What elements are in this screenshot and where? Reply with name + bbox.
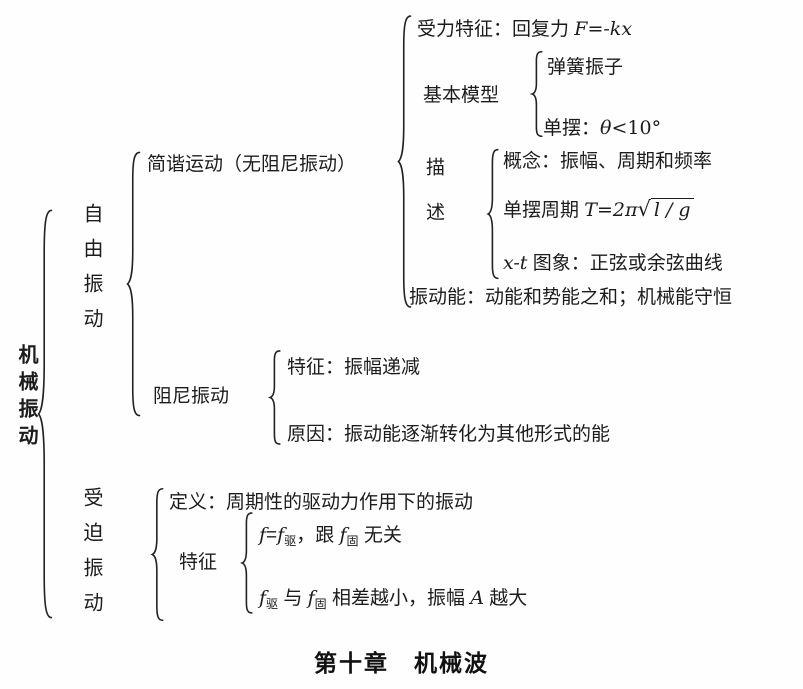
chapter-caption: 第十章 机械波	[314, 650, 489, 676]
brace-free-vibration	[126, 147, 141, 421]
res-f-natural: f	[307, 587, 315, 609]
node-forced-vibration: 受迫振动	[80, 487, 102, 627]
res-sub-drive: 驱	[266, 597, 279, 611]
pendulum-text: 单摆：	[543, 118, 601, 139]
res-mid1-text: 与	[278, 588, 308, 609]
freq-sub-drive: 驱	[284, 534, 297, 548]
node-concept: 概念：振幅、周期和频率	[503, 151, 713, 172]
freq-f: f	[259, 524, 267, 546]
brace-damped	[269, 349, 281, 446]
node-forced-definition: 定义：周期性的驱动力作用下的振动	[169, 492, 474, 513]
freq-mid-text: ，跟	[296, 525, 340, 546]
brace-forced-feature	[241, 511, 253, 615]
node-spring-oscillator: 弹簧振子	[547, 57, 624, 78]
freq-f-natural: f	[339, 524, 347, 546]
freq-end-text: 无关	[358, 525, 402, 546]
res-sub-natural: 固	[314, 597, 327, 611]
node-force-feature: 受力特征：回复力 F=-kx	[417, 17, 632, 42]
node-resonance-rule: f驱 与 f固 相差越小，振幅 A 越大	[259, 586, 527, 612]
node-forced-feature: 特征	[179, 552, 218, 573]
node-shm: 简谐运动（无阻尼振动）	[147, 154, 357, 175]
freq-sub-natural: 固	[346, 534, 359, 548]
res-mid2-text: 相差越小，振幅	[326, 588, 471, 609]
res-f-drive: f	[259, 587, 267, 609]
freq-eq: =	[266, 525, 278, 546]
period-formula: T=2π	[584, 199, 638, 221]
node-vibration-energy: 振动能：动能和势能之和；机械能守恒	[409, 287, 733, 308]
radical-sign: √	[637, 197, 651, 221]
force-feature-text: 受力特征：回复力	[417, 19, 575, 40]
period-radicand: l / g	[650, 198, 694, 221]
brace-basic-model	[531, 50, 543, 138]
force-formula: F=-kx	[574, 18, 633, 40]
node-damped-reason: 原因：振动能逐渐转化为其他形式的能	[287, 424, 611, 445]
freq-f-drive: f	[277, 524, 285, 546]
res-end-text: 越大	[483, 588, 528, 609]
xt-text: 图象：正弦或余弦曲线	[527, 253, 723, 274]
root-node-label: 机械振动	[15, 344, 37, 452]
node-free-vibration: 自由振动	[80, 203, 102, 343]
node-xt-graph: x-t 图象：正弦或余弦曲线	[503, 251, 723, 276]
node-pendulum: 单摆：θ<10°	[543, 116, 661, 141]
node-basic-model: 基本模型	[423, 85, 500, 106]
node-damped-feature: 特征：振幅递减	[287, 357, 421, 378]
pendulum-condition: <10°	[611, 117, 662, 139]
brace-description	[487, 147, 499, 281]
res-amplitude-symbol: A	[470, 587, 484, 609]
pendulum-theta: θ	[600, 117, 612, 139]
period-text: 单摆周期	[503, 200, 585, 221]
brace-root	[37, 202, 53, 626]
brace-shm	[397, 10, 412, 313]
node-frequency-rule: f=f驱，跟 f固 无关	[259, 523, 402, 549]
brace-forced	[151, 486, 164, 623]
xt-symbol: x-t	[503, 252, 528, 274]
node-description: 描述	[423, 157, 444, 247]
node-damped-vibration: 阻尼振动	[153, 386, 230, 407]
node-pendulum-period: 单摆周期 T=2π√l / g	[503, 197, 694, 223]
